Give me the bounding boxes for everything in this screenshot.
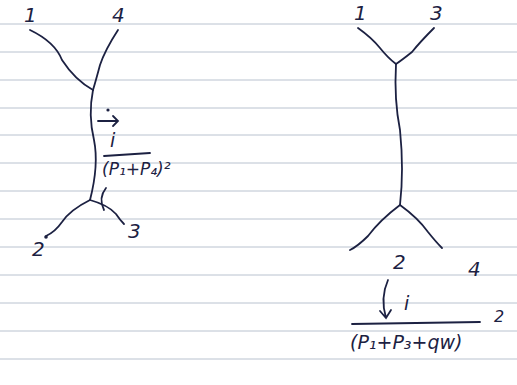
handwritten-label: 4 [112, 4, 125, 26]
ruled-lines [0, 24, 517, 359]
handwritten-label: (P₁+P₄)² [102, 160, 170, 179]
handwritten-label: 2 [32, 238, 45, 260]
handwritten-label: (P₁+P₃+qw) [350, 332, 462, 353]
handwritten-label: 3 [128, 220, 141, 242]
handwritten-label: 1 [24, 4, 37, 26]
handwritten-label: 2 [494, 308, 504, 326]
handwritten-label: 3 [430, 2, 443, 24]
handwritten-label: 4 [468, 258, 481, 280]
ink-dots [44, 108, 109, 238]
handwritten-label: 1 [354, 2, 367, 24]
handwritten-label: 2 [393, 251, 406, 273]
diagram-lines [30, 28, 480, 324]
handwritten-label: i [404, 293, 409, 314]
handwritten-label: i [110, 130, 115, 151]
